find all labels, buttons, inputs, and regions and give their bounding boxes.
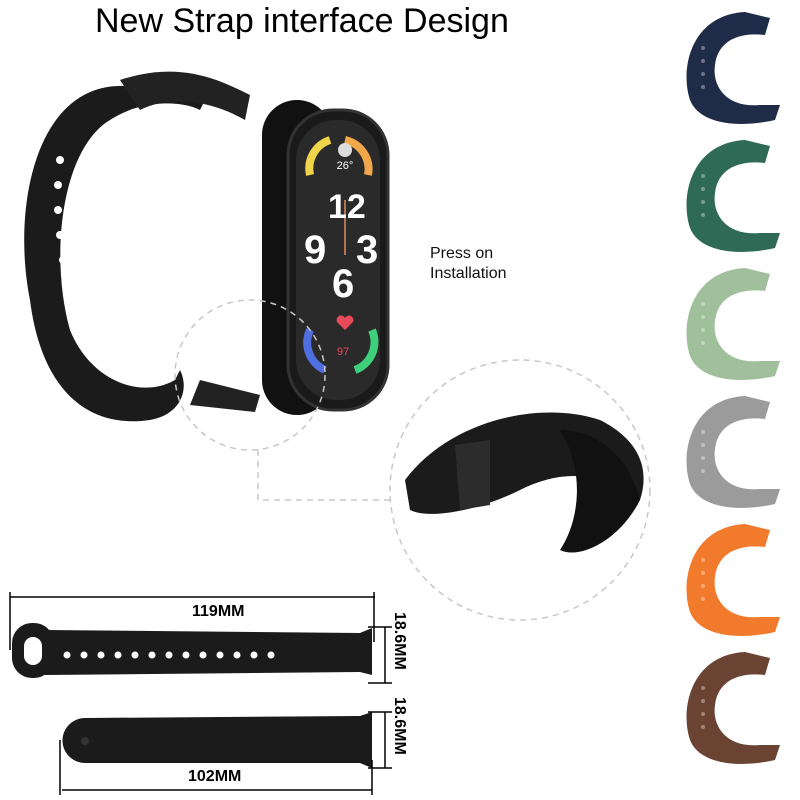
swatch-hole [701,59,705,63]
connector-closeup [405,412,644,553]
long-strap-length: 119MM [192,603,245,620]
strap-hole [97,651,105,659]
swatch-hole [701,174,705,178]
watch-temperature: 26° [336,160,354,172]
swatch-hole [701,328,705,332]
swatch-hole [701,213,705,217]
swatch-hole [701,341,705,345]
watch-hour-12: 12 [328,188,366,226]
zoom-callout [174,299,651,621]
short-strap-length: 102MM [188,768,242,785]
strap-hole [80,651,88,659]
swatch-hole [701,469,705,473]
swatch-hole [701,72,705,76]
strap-hole [114,651,122,659]
swatch-hole [701,558,705,562]
swatch-hole [701,430,705,434]
swatch-hole [701,85,705,89]
watch-hour-9: 9 [304,228,327,272]
installation-note: Press on Installation [430,244,507,284]
black-band [24,71,260,422]
strap-hole [216,651,224,659]
strap-hole [148,651,156,659]
watch-capsule [262,100,390,415]
strap-holes [63,651,275,659]
swatch-hole [701,597,705,601]
page-title: New Strap interface Design [95,2,509,40]
swatch-hole [701,712,705,716]
color-swatch-strap [686,12,780,124]
swatch-hole [701,46,705,50]
watch-hour-6: 6 [332,262,355,306]
strap-hole [250,651,258,659]
color-swatch-strap [686,396,780,508]
swatch-hole [701,686,705,690]
color-swatch-strap [686,652,780,764]
color-swatch-strap [686,268,780,380]
strap-hole [267,651,275,659]
swatch-hole [701,315,705,319]
color-options [686,12,780,764]
strap-hole [165,651,173,659]
swatch-hole [701,571,705,575]
swatch-hole [701,187,705,191]
strap-hole [63,651,71,659]
strap-hole [182,651,190,659]
swatch-hole [701,200,705,204]
color-swatch-strap [686,524,780,636]
watch-hour-3: 3 [356,228,379,272]
swatch-hole [701,725,705,729]
connector-width-top: 18.6MM [391,612,408,670]
short-strap [62,712,373,768]
dimension-lines [9,592,392,795]
watch-heart-rate: 97 [337,346,350,358]
strap-hole [233,651,241,659]
note-line-1: Press on [430,245,494,262]
swatch-hole [701,699,705,703]
swatch-hole [701,584,705,588]
long-strap [12,623,372,678]
strap-hole [131,651,139,659]
swatch-hole [701,302,705,306]
connector-width-bottom: 18.6MM [391,697,408,755]
strap-hole [199,651,207,659]
swatch-hole [701,456,705,460]
color-swatch-strap [686,140,780,252]
note-line-2: Installation [430,265,507,282]
swatch-hole [701,443,705,447]
